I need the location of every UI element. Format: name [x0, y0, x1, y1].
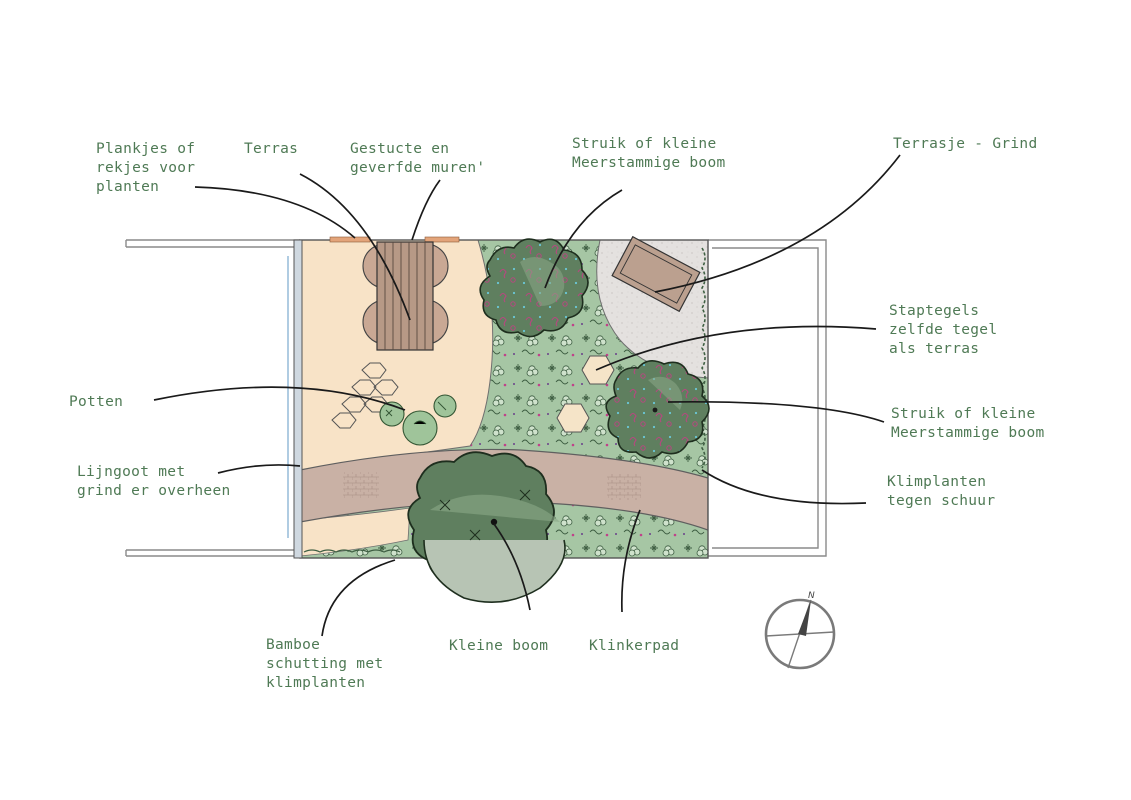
- stepping-stones: [556, 355, 615, 433]
- leader-lines: [153, 154, 901, 637]
- leader-staptegels: [595, 325, 877, 371]
- leader-bamboe: [321, 559, 396, 637]
- compass-rose: N: [764, 591, 836, 670]
- leader-klimplanten: [701, 469, 867, 505]
- label-terras: Terras: [244, 141, 299, 157]
- neighbour-plot-right: [708, 239, 827, 557]
- leader-struik-top: [544, 189, 623, 289]
- gravel-bench: [611, 235, 701, 313]
- label-potten: Potten: [69, 394, 124, 410]
- brick-detail-left: [343, 472, 379, 498]
- leader-gestucte: [411, 179, 441, 241]
- hexagon-pattern: [331, 362, 399, 429]
- plant-pots: [379, 394, 457, 446]
- plant-shelf-1: [329, 236, 371, 243]
- north-arrow: [798, 600, 811, 636]
- neighbour-plot-left: [125, 239, 300, 557]
- leader-lijngoot: [217, 464, 301, 474]
- leader-terras: [299, 173, 411, 321]
- leader-plankjes: [194, 186, 356, 239]
- leader-klinkerpad: [620, 509, 641, 613]
- leader-kleine-boom: [493, 523, 531, 611]
- label-terrasje: Terrasje - Grind: [893, 136, 1038, 152]
- leader-terrasje: [654, 154, 901, 293]
- leader-struik-right: [667, 400, 885, 423]
- small-tree: [407, 451, 566, 603]
- brick-detail-right: [607, 474, 641, 500]
- label-klinkerpad: Klinkerpad: [589, 638, 680, 654]
- bamboo-fence: [303, 549, 401, 553]
- label-kleine-boom: Kleine boom: [449, 638, 549, 654]
- north-letter: N: [808, 591, 815, 601]
- line-gutter: [293, 239, 303, 559]
- leader-potten: [153, 386, 406, 411]
- plant-shelf-2: [424, 236, 460, 243]
- terrace-lower: [300, 507, 411, 557]
